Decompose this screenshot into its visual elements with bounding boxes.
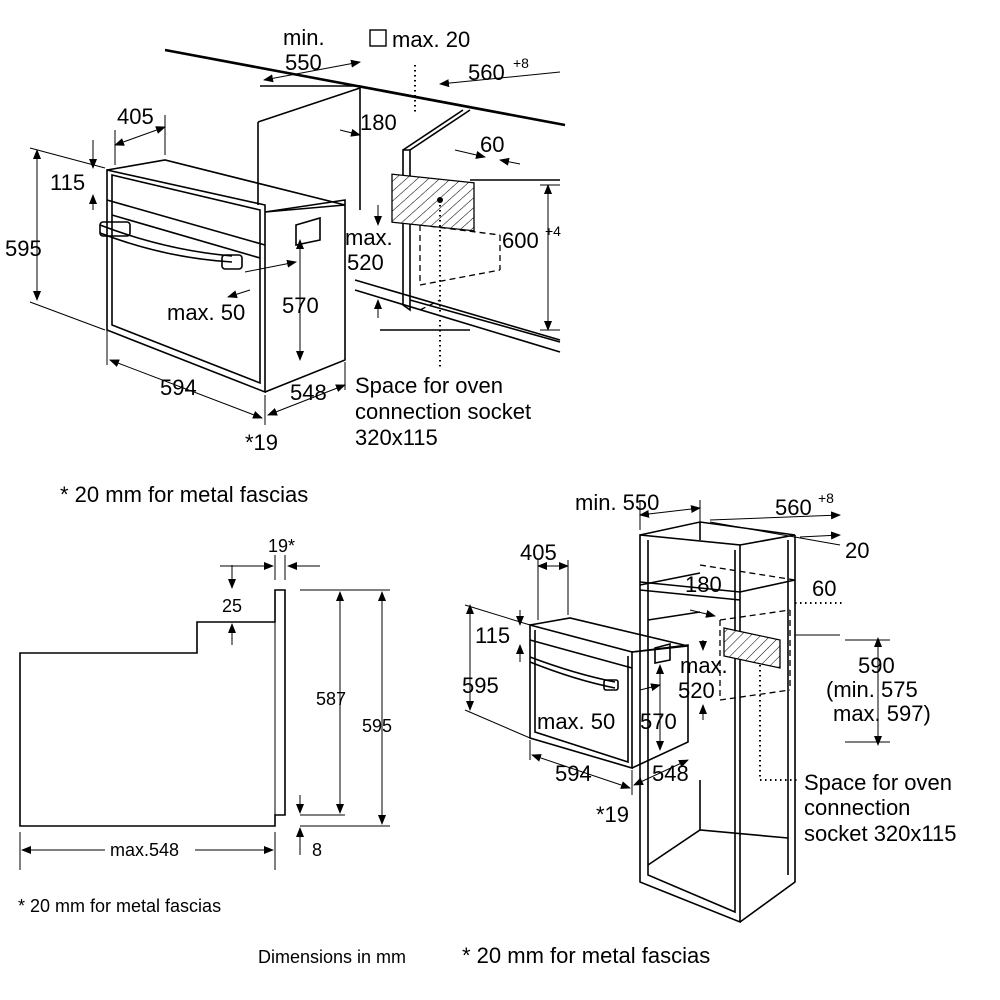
tall-548: 548: [652, 761, 689, 786]
tall-min550: min. 550: [575, 490, 659, 515]
tall-570: 570: [640, 709, 677, 734]
top-dimensions: [29, 59, 561, 425]
tall-socket-area: [723, 627, 781, 669]
tall-max597: max. 597): [833, 701, 931, 726]
tall-590: 590: [858, 653, 895, 678]
tall-cabinet: [639, 521, 842, 924]
top-socket-3: 320x115: [355, 425, 438, 450]
tall-footnote: * 20 mm for metal fascias: [462, 943, 710, 968]
top-405: 405: [117, 104, 154, 129]
tall-20: 20: [845, 538, 869, 563]
square-icon: [369, 29, 387, 47]
tall-180: 180: [685, 572, 722, 597]
niche: [257, 65, 561, 370]
tall-socket-2: connection: [804, 795, 910, 820]
top-570: 570: [282, 293, 319, 318]
tall-594: 594: [555, 761, 592, 786]
top-footnote: * 20 mm for metal fascias: [60, 482, 308, 507]
top-socket-2: connection socket: [355, 399, 531, 424]
tall-115: 115: [475, 623, 510, 648]
top-600-tol: +4: [545, 223, 561, 239]
units-note: Dimensions in mm: [258, 947, 406, 967]
top-niche-width: 560: [468, 60, 505, 85]
top-594: 594: [160, 375, 197, 400]
top-115: 115: [50, 170, 85, 195]
top-548: 548: [290, 380, 327, 405]
oven-side-profile: [19, 589, 286, 827]
top-19: *19: [245, 430, 278, 455]
tall-dimensions: [464, 500, 890, 795]
tall-560-tol: +8: [818, 490, 834, 506]
top-max20: max. 20: [392, 27, 470, 52]
side-view-diagram: 19* 25 587 595 max.548 8 * 20 mm for met…: [18, 536, 392, 916]
top-max: max.: [345, 225, 393, 250]
side-footnote: * 20 mm for metal fascias: [18, 896, 221, 916]
top-520: 520: [347, 250, 384, 275]
tall-520: 520: [678, 678, 715, 703]
built-under-diagram: min. 550 max. 20 560 +8 405 180 60 115 5…: [5, 25, 566, 507]
tall-60: 60: [812, 576, 836, 601]
tall-405: 405: [520, 540, 557, 565]
top-min-label: min.: [283, 25, 325, 50]
top-socket-1: Space for oven: [355, 373, 503, 398]
side-25: 25: [222, 596, 242, 616]
tall-cabinet-diagram: min. 550 560 +8 20 405 180 60 115 max. 5…: [462, 490, 956, 968]
tall-max50: max. 50: [537, 709, 615, 734]
tall-560: 560: [775, 495, 812, 520]
top-niche-width-tol: +8: [513, 55, 529, 71]
side-587: 587: [316, 689, 346, 709]
socket-area: [391, 173, 475, 232]
tall-socket-3: socket 320x115: [804, 821, 956, 846]
top-180: 180: [360, 110, 397, 135]
side-595: 595: [362, 716, 392, 736]
tall-labels: min. 550 560 +8 20 405 180 60 115 max. 5…: [462, 490, 956, 968]
top-595: 595: [5, 236, 42, 261]
tall-max: max.: [680, 653, 728, 678]
top-min-value: 550: [285, 50, 322, 75]
side-max548: max.548: [110, 840, 179, 860]
top-600: 600: [502, 228, 539, 253]
oven-top: [99, 159, 346, 394]
tall-595: 595: [462, 673, 499, 698]
top-max50: max. 50: [167, 300, 245, 325]
side-19: 19*: [268, 536, 295, 556]
tall-socket-1: Space for oven: [804, 770, 952, 795]
oven-tall: [529, 617, 689, 770]
top-60: 60: [480, 132, 504, 157]
top-labels: min. 550 max. 20 560 +8 405 180 60 115 5…: [5, 25, 561, 507]
tall-19: *19: [596, 802, 629, 827]
tall-min575: (min. 575: [826, 677, 918, 702]
side-8: 8: [312, 840, 322, 860]
